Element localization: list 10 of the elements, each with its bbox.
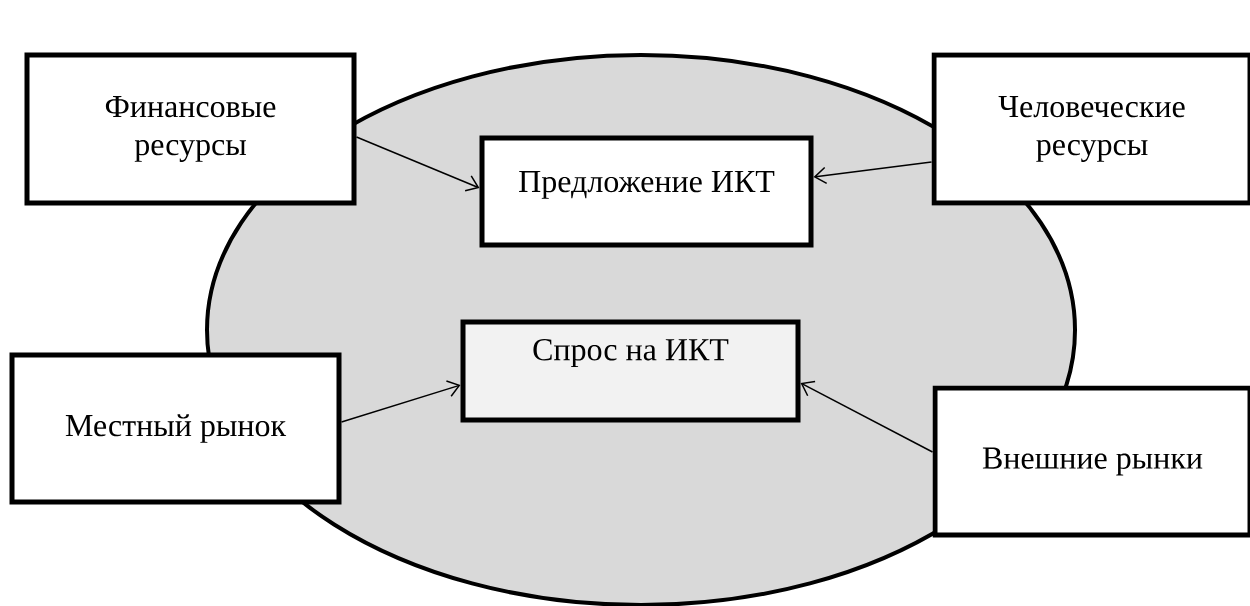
arrow — [800, 380, 934, 453]
process-box: Финансовые ресурсы — [24, 52, 357, 206]
process-box: Человеческие ресурсы — [931, 52, 1250, 206]
process-box: Спрос на ИКТ — [460, 319, 801, 423]
process-box: Местный рынок — [9, 352, 342, 505]
arrow — [340, 380, 461, 423]
arrow — [813, 161, 933, 185]
process-box: Предложение ИКТ — [479, 135, 814, 248]
process-box: Внешние рынки — [932, 385, 1250, 538]
arrow — [355, 136, 480, 192]
